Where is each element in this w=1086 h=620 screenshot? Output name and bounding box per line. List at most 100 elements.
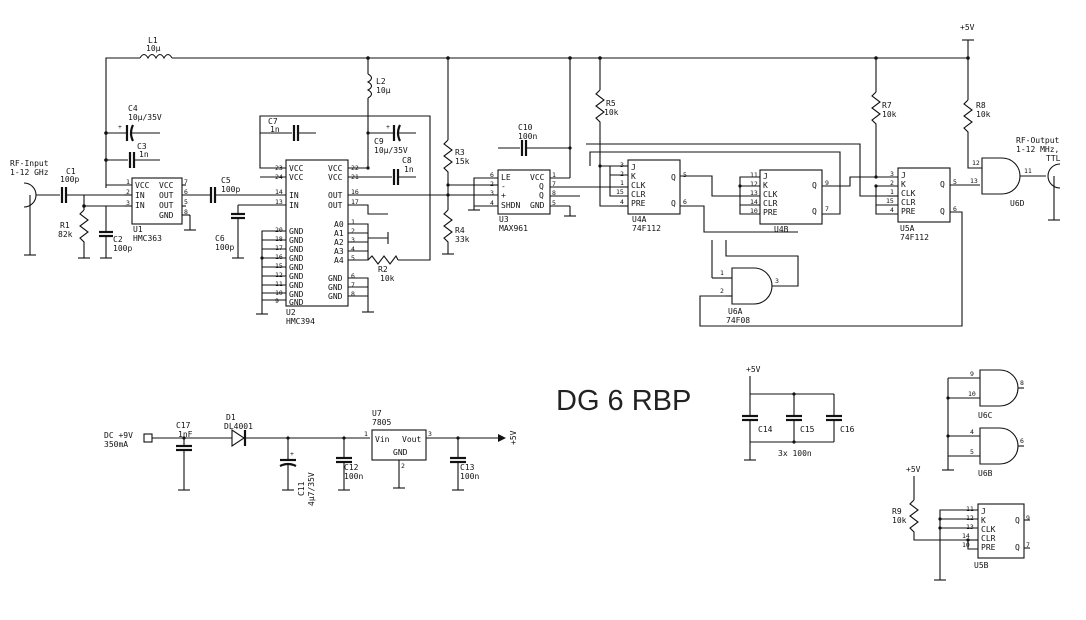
svg-text:OUT: OUT (159, 201, 174, 210)
svg-text:74F112: 74F112 (632, 224, 661, 233)
svg-text:12: 12 (275, 271, 283, 279)
svg-text:7: 7 (184, 178, 188, 186)
svg-text:CLK: CLK (901, 189, 916, 198)
svg-text:IN: IN (289, 201, 299, 210)
svg-text:PRE: PRE (763, 208, 778, 217)
svg-text:+5V: +5V (746, 365, 761, 374)
svg-text:U2: U2 (286, 308, 296, 317)
u3-max961: LE - + SHDN VCC Q Q GND U3 MAX961 6 2 3 … (430, 58, 580, 233)
svg-text:RF-Input: RF-Input (10, 159, 49, 168)
svg-text:Q: Q (812, 181, 817, 190)
svg-text:R3: R3 (455, 148, 465, 157)
svg-text:1: 1 (620, 179, 624, 187)
svg-text:3: 3 (126, 199, 130, 207)
svg-text:10k: 10k (604, 108, 619, 117)
svg-text:74F112: 74F112 (900, 233, 929, 242)
svg-text:C2: C2 (113, 235, 123, 244)
svg-text:L1: L1 (148, 36, 158, 45)
svg-text:IN: IN (135, 201, 145, 210)
svg-text:C16: C16 (840, 425, 855, 434)
svg-text:K: K (763, 181, 768, 190)
svg-text:1: 1 (364, 430, 368, 438)
svg-text:1n: 1n (139, 150, 149, 159)
svg-text:6: 6 (1020, 437, 1024, 445)
r8-resistor: R8 10k (963, 58, 991, 169)
svg-text:100p: 100p (60, 175, 79, 184)
svg-text:VCC: VCC (328, 173, 343, 182)
svg-text:A4: A4 (334, 256, 344, 265)
svg-text:6: 6 (953, 205, 957, 213)
svg-text:VCC: VCC (159, 181, 174, 190)
svg-text:6: 6 (184, 188, 188, 196)
svg-text:J: J (763, 172, 768, 181)
svg-text:GND: GND (530, 201, 545, 210)
svg-text:Vin: Vin (375, 435, 390, 444)
diagram-title: DG 6 RBP (556, 385, 691, 417)
svg-text:R5: R5 (606, 99, 616, 108)
svg-text:1: 1 (552, 171, 556, 179)
svg-text:CLK: CLK (631, 181, 646, 190)
svg-text:U6D: U6D (1010, 199, 1025, 208)
svg-text:5: 5 (953, 178, 957, 186)
svg-text:9: 9 (275, 297, 279, 305)
c5-capacitor: C5 100p (209, 176, 286, 203)
svg-text:Q: Q (1015, 543, 1020, 552)
svg-text:PRE: PRE (901, 207, 916, 216)
svg-text:R7: R7 (882, 101, 892, 110)
svg-text:U7: U7 (372, 409, 382, 418)
svg-text:5: 5 (552, 199, 556, 207)
svg-text:7: 7 (351, 281, 355, 289)
c17-capacitor: C17 1nF (176, 421, 193, 491)
u7-7805: Vin Vout GND U7 7805 1 3 2 (364, 409, 506, 489)
svg-text:10k: 10k (882, 110, 897, 119)
svg-text:12: 12 (972, 159, 980, 167)
u5a-74f112: J K CLK CLR PRE Q Q U5A 74F112 3 2 1 15 … (699, 58, 980, 327)
svg-text:2: 2 (351, 227, 355, 235)
svg-text:6: 6 (490, 171, 494, 179)
u6c-and-gate: 9 10 8 U6C (948, 369, 1024, 420)
svg-text:13: 13 (966, 523, 974, 531)
svg-text:VCC: VCC (530, 173, 545, 182)
svg-text:10k: 10k (892, 516, 907, 525)
c8-capacitor: C8 1n (368, 156, 416, 185)
svg-text:1-12 GHz: 1-12 GHz (10, 168, 49, 177)
svg-text:R1: R1 (60, 221, 70, 230)
svg-text:C13: C13 (460, 463, 475, 472)
svg-text:12: 12 (750, 180, 758, 188)
svg-text:9: 9 (1026, 514, 1030, 522)
svg-text:C6: C6 (215, 234, 225, 243)
svg-text:3x 100n: 3x 100n (778, 449, 812, 458)
svg-text:15: 15 (616, 188, 624, 196)
svg-text:2: 2 (490, 180, 494, 188)
svg-text:10k: 10k (976, 110, 991, 119)
u5b-74f112: J K CLK CLR PRE Q Q U5B 11 12 13 14 10 9… (934, 503, 1030, 581)
d1-diode: D1 DL4001 (224, 413, 370, 448)
svg-text:C5: C5 (221, 176, 231, 185)
svg-text:7: 7 (552, 180, 556, 188)
svg-text:Q: Q (671, 173, 676, 182)
svg-text:12: 12 (966, 514, 974, 522)
svg-text:C7: C7 (268, 117, 278, 126)
svg-text:LE: LE (501, 173, 511, 182)
svg-text:100n: 100n (460, 472, 479, 481)
svg-text:U4B: U4B (774, 225, 789, 234)
svg-text:17: 17 (351, 198, 359, 206)
decoupling-caps: +5V C14 C15 C16 3x 100n (742, 365, 855, 461)
svg-text:C10: C10 (518, 123, 533, 132)
svg-text:13: 13 (750, 189, 758, 197)
svg-text:11: 11 (1024, 167, 1032, 175)
svg-text:74F08: 74F08 (726, 316, 750, 325)
c4-capacitor: + C4 10µ/35V (104, 104, 162, 142)
svg-text:10: 10 (962, 541, 970, 549)
svg-text:100p: 100p (215, 243, 234, 252)
svg-text:1-12 MHz,: 1-12 MHz, (1016, 145, 1059, 154)
u6b-and-gate: 4 5 6 U6B (942, 378, 1024, 478)
svg-text:RF-Output: RF-Output (1016, 136, 1060, 145)
dc-input: DC +9V 350mA (104, 431, 232, 449)
svg-text:13: 13 (970, 177, 978, 185)
svg-text:J: J (981, 507, 986, 516)
r9-resistor: +5V R9 10k (892, 465, 968, 541)
svg-text:6: 6 (683, 198, 687, 206)
c9-capacitor: + C9 10µ/35V (366, 123, 416, 155)
svg-text:GND: GND (289, 281, 304, 290)
